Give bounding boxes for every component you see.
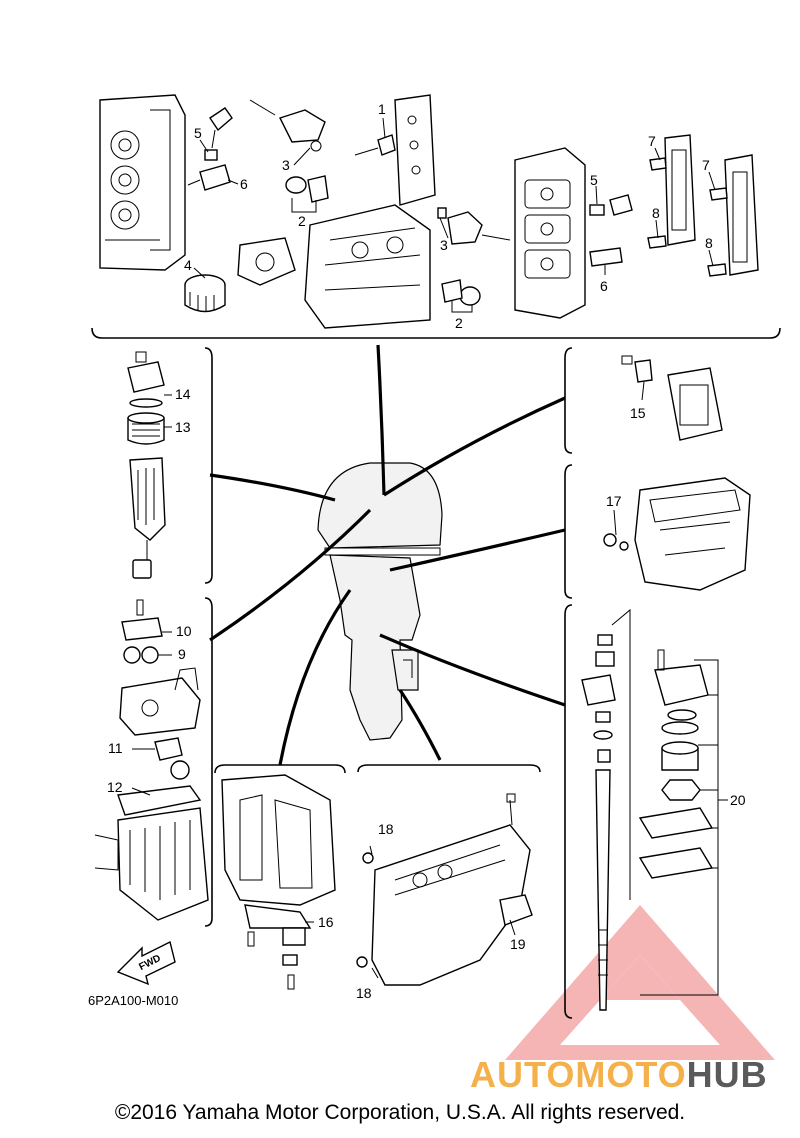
thermostat-cover-right	[437, 207, 511, 306]
water-pump-assembly	[581, 634, 714, 1011]
callout-17: 17	[606, 493, 622, 509]
callout-18b: 18	[356, 985, 372, 1001]
callout-5b: 5	[590, 172, 598, 188]
callout-7a: 7	[648, 133, 656, 149]
callout-10: 10	[176, 623, 192, 639]
callout-8a: 8	[652, 205, 660, 221]
copyright-notice: ©2016 Yamaha Motor Corporation, U.S.A. A…	[114, 1101, 686, 1124]
sensor-part-5-left	[204, 107, 233, 161]
water-pump-bracket	[564, 604, 573, 1019]
callout-3b: 3	[440, 237, 448, 253]
outboard-motor-silhouette	[317, 462, 443, 741]
vst-bracket	[204, 597, 213, 927]
oil-filter-bracket	[237, 237, 296, 286]
midsection-bracket	[214, 764, 346, 774]
anode-bracket	[564, 347, 573, 454]
fuel-filter-bracket	[204, 347, 213, 584]
callout-20: 20	[730, 792, 746, 808]
oil-pan-part-17	[603, 477, 751, 591]
link-anode-top	[383, 396, 566, 497]
callout-2a: 2	[298, 213, 306, 229]
link-lower-unit	[398, 689, 442, 761]
cylinder-block	[304, 204, 431, 329]
exhaust-plate-part-15	[621, 355, 723, 441]
callout-2b: 2	[455, 315, 463, 331]
fuel-filter-assembly	[127, 351, 166, 579]
sensor-part-5-right	[589, 194, 633, 216]
callout-18a: 18	[378, 821, 394, 837]
callout-11: 11	[108, 740, 123, 756]
link-midsection	[278, 589, 352, 766]
watermark-logo-icon	[505, 905, 775, 1060]
thermostat-cover-left	[249, 99, 329, 203]
lower-unit-housing	[356, 793, 533, 986]
callout-7b: 7	[702, 157, 710, 173]
callout-8b: 8	[705, 235, 713, 251]
exhaust-cover-part-7-b	[707, 154, 759, 277]
callout-4: 4	[184, 257, 192, 273]
oil-filter-part-4	[184, 274, 226, 313]
callout-3a: 3	[282, 157, 290, 173]
callout-14: 14	[175, 386, 191, 402]
cylinder-head-port	[99, 94, 186, 271]
water-pump-group-bracket	[611, 608, 719, 996]
callout-13: 13	[175, 419, 191, 435]
oil-pan-bracket	[564, 464, 573, 599]
callout-15: 15	[630, 405, 646, 421]
vst-parts	[94, 599, 209, 921]
link-top	[376, 344, 386, 496]
midsection-housing	[221, 774, 336, 990]
lower-unit-bracket	[357, 764, 541, 773]
callout-6b: 6	[600, 278, 608, 294]
link-vst	[209, 508, 372, 642]
callout-5a: 5	[194, 125, 202, 141]
callout-labels: 1 2 2 3 3 4 5 5 6 6 7 7 8 8 9 10 11 12 1…	[107, 101, 746, 1001]
callout-9: 9	[178, 646, 186, 662]
callout-12: 12	[107, 779, 123, 795]
top-section-bracket	[91, 327, 781, 339]
spark-plug-part-6-right	[589, 247, 623, 267]
watermark-text: AUTOMOTOHUB	[470, 1054, 800, 1096]
spark-plug-part-6-left	[187, 164, 231, 191]
watermark-text-a: AUTOMOTO	[470, 1054, 687, 1095]
callout-1: 1	[378, 101, 386, 117]
exhaust-cover-part-7-a	[647, 134, 696, 249]
drawing-code: 6P2A100-M010	[88, 993, 179, 1008]
callout-16: 16	[318, 914, 334, 930]
fuel-rail-part-1	[354, 94, 436, 206]
watermark-text-b: HUB	[686, 1054, 768, 1095]
link-water-pump	[379, 633, 566, 707]
callout-19: 19	[510, 936, 526, 952]
link-fuel-filter	[209, 473, 336, 502]
callout-6a: 6	[240, 176, 248, 192]
cylinder-head-starboard	[514, 147, 586, 319]
link-oil-pan	[389, 528, 566, 572]
forward-arrow-icon	[116, 940, 176, 986]
